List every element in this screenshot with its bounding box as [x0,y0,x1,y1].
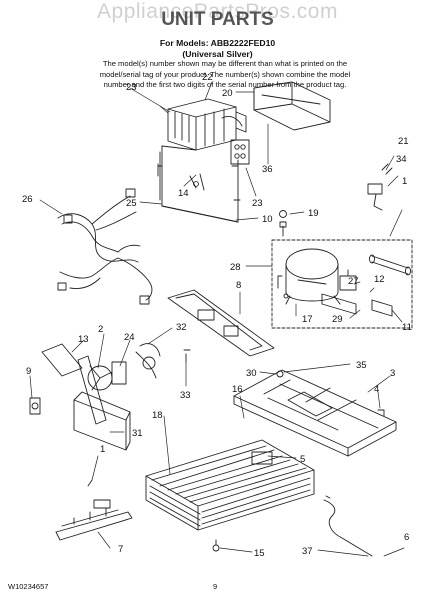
rear-panel-part [157,145,241,223]
leader-lines [29,81,405,557]
color-line: (Universal Silver) [182,49,253,59]
base-plate-part [233,369,397,457]
air-duct-part [253,81,331,131]
callout-label: 24 [124,332,135,343]
callout-label: 20 [222,88,233,99]
callout-label: 2 [98,324,103,335]
callout-label: 18 [152,410,163,421]
callout-label: 15 [254,548,265,559]
compressor-assembly-part [271,239,413,329]
evaporator-cover-part [167,98,250,165]
callout-labels: 22 23 20 36 14 23 25 10 21 34 1 26 19 28… [22,72,412,559]
callout-label: 25 [126,198,137,209]
callout-label: 30 [246,368,257,379]
callout-label: 1 [100,444,105,455]
page-number: 9 [213,582,218,591]
callout-label: 27 [348,276,359,287]
callout-label: 34 [396,154,407,165]
callout-label: 16 [232,384,243,395]
callout-label: 12 [374,274,385,285]
fastener-parts [279,163,393,237]
callout-label: 21 [398,136,409,147]
callout-label: 28 [230,262,241,273]
callout-label: 35 [356,360,367,371]
condenser-fan-part [29,343,191,451]
watermark-text: AppliancePartsPros.com [97,0,338,23]
callout-label: 4 [374,384,379,395]
callout-label: 13 [78,334,89,345]
callout-label: 6 [404,532,409,543]
callout-label: 36 [262,164,273,175]
callout-label: 19 [308,208,319,219]
model-note: The model(s) number shown may be differe… [99,59,351,90]
base-tray-part [167,289,275,357]
models-line: For Models: ABB2222FED10 [159,38,276,48]
callout-label: 10 [262,214,273,225]
callout-label: 11 [402,322,412,333]
callout-label: 26 [22,194,33,205]
callout-label: 9 [26,366,31,377]
callout-label: 29 [332,314,343,325]
callout-label: 32 [176,322,187,333]
page-title: UNIT PARTS [161,9,274,30]
callout-label: 1 [402,176,407,187]
document-number: W10234657 [8,582,49,591]
callout-label: 14 [178,188,189,199]
callout-label: 23 [252,198,263,209]
callout-label: 3 [390,368,395,379]
callout-label: 17 [302,314,313,325]
wiring-harness-part [57,188,153,305]
mounting-bracket-part [55,479,373,557]
callout-label: 33 [180,390,191,401]
callout-label: 23 [126,82,137,93]
callout-label: 5 [300,454,305,465]
callout-label: 31 [132,428,143,439]
callout-label: 37 [302,546,313,557]
callout-label: 7 [118,544,123,555]
condenser-coil-part [145,439,315,552]
callout-label: 8 [236,280,241,291]
callout-label: 22 [202,72,213,83]
